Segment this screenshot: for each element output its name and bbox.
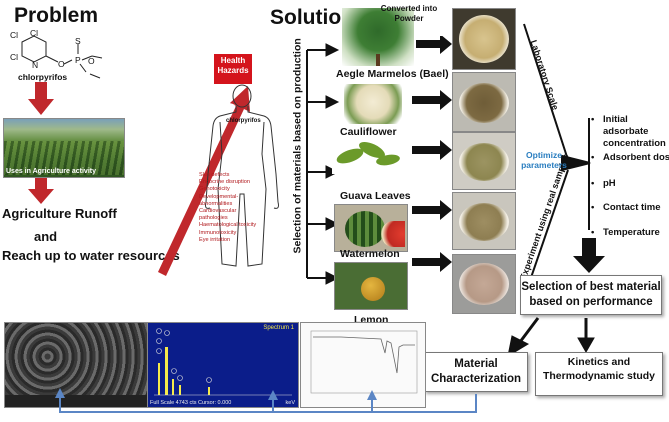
atom-cl: Cl	[30, 28, 39, 38]
best-material-text: Selection of best material based on perf…	[521, 281, 661, 308]
parameter-bracket	[588, 118, 590, 230]
ftir-spectrum	[300, 322, 426, 408]
human-body-outline	[205, 84, 279, 267]
hazard-item: Eye irritation	[199, 236, 231, 243]
hazard-item: abnormalities	[199, 200, 233, 207]
arrow-down-red	[28, 82, 54, 115]
exposure-arrow	[158, 86, 250, 276]
field-caption: Uses in Agriculture activity	[6, 168, 96, 175]
chlorpyrifos-structure	[21, 35, 103, 79]
eds-unit: keV	[285, 400, 295, 406]
parameter-item: Temperature	[591, 227, 660, 238]
material-label: Aegle Marmelos (Bael)	[336, 68, 449, 80]
atom-cl: Cl	[10, 52, 19, 62]
characterization-text: Material Characterization	[430, 358, 522, 385]
best-material-box: Selection of best material based on perf…	[520, 275, 662, 315]
arrow-down-red	[28, 175, 54, 204]
health-hazards-badge: Health Hazards	[214, 54, 252, 84]
health-hazards-text: Health Hazards	[217, 56, 249, 75]
parameter-item: pH	[591, 178, 615, 189]
atom-o: O	[88, 56, 95, 66]
atom-cl: Cl	[10, 30, 19, 40]
parameter-item: Adsorbent dose	[591, 152, 669, 163]
cauliflower-image	[344, 84, 402, 124]
hazard-item: Immunotoxicity	[199, 229, 237, 236]
converted-label: Converted into Powder	[380, 4, 438, 23]
powder-image	[452, 132, 516, 190]
atom-o: O	[58, 59, 65, 69]
material-label: Guava Leaves	[340, 190, 411, 202]
hazard-item: Genotoxicity	[199, 186, 230, 193]
material-label: Cauliflower	[340, 126, 397, 138]
solution-title: Solution	[270, 6, 354, 29]
sem-image	[4, 322, 148, 408]
watermelon-image	[334, 204, 408, 252]
arrow-down-black	[573, 238, 605, 273]
scale-lines	[523, 23, 591, 299]
agriculture-field-image: Uses in Agriculture activity	[3, 118, 125, 178]
lemon-image	[334, 262, 408, 310]
hazard-item: Haematological toxicity	[199, 222, 257, 229]
kinetics-box: Kinetics and Thermodynamic study	[535, 352, 663, 396]
parameter-item: Contact time	[591, 202, 660, 213]
optimize-label: Optimize parameters	[521, 150, 567, 170]
hazard-list: Skin defects Endocrine disruption Genoto…	[199, 172, 256, 244]
selection-bracket	[306, 43, 340, 285]
outcome-arrows	[507, 317, 595, 358]
hazard-item: Developmental-	[199, 193, 239, 200]
guava-leaves-image	[332, 136, 404, 174]
parameter-item: Initial adsorbate concentration	[591, 114, 667, 150]
aegle-marmelos-image	[342, 8, 414, 66]
atom-n: N	[32, 60, 39, 70]
problem-title: Problem	[14, 4, 99, 27]
powder-image	[452, 8, 516, 70]
chlorpyrifos-label: chlorpyrifos	[18, 72, 68, 82]
powder-image	[452, 254, 516, 314]
reach-water: Reach up to water resources	[2, 248, 180, 263]
material-label: Watermelon	[340, 248, 400, 260]
characterization-link-arrow	[55, 388, 477, 413]
eds-header: Spectrum 1	[263, 325, 294, 331]
atom-p: P	[75, 55, 81, 65]
powder-image	[452, 192, 516, 250]
kinetics-text: Kinetics and Thermodynamic study	[542, 356, 656, 382]
atom-s: S	[75, 36, 81, 46]
material-characterization-box: Material Characterization	[424, 352, 528, 392]
hazard-item: Cardiovascular	[199, 208, 237, 215]
hazard-item: Endocrine disruption	[199, 179, 250, 186]
body-label: chlorpyrifos	[226, 118, 261, 124]
powder-arrows	[412, 36, 452, 272]
agriculture-runoff: Agriculture Runoff	[2, 206, 117, 221]
hazard-item: pathologies	[199, 215, 228, 222]
hazard-item: Skin defects	[199, 172, 230, 178]
and-label: and	[34, 229, 58, 244]
eds-footer: Full Scale 4743 cts Cursor: 0.000	[150, 400, 232, 406]
powder-image	[452, 72, 516, 132]
